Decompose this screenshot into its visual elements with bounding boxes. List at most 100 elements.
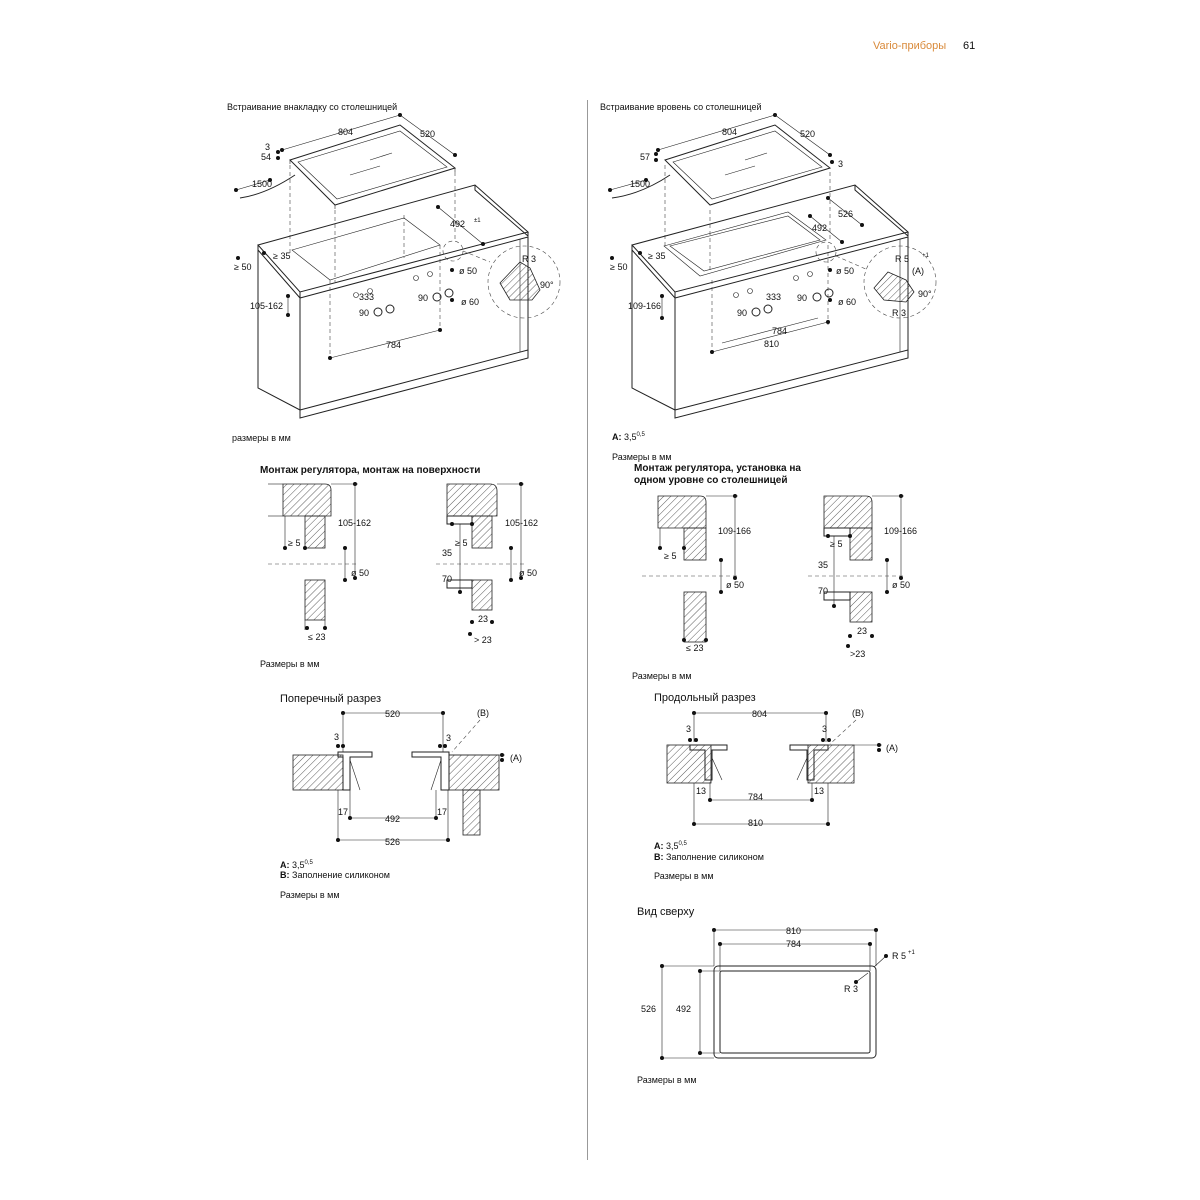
right-mount-title-1: Монтаж регулятора, установка на — [634, 463, 801, 474]
right-dim-526: 526 — [838, 209, 853, 219]
left-dim-804: 804 — [338, 127, 353, 137]
left-dim-90a: 90 — [359, 308, 369, 318]
cross-dim-b: (B) — [477, 708, 489, 718]
left-dim-333: 333 — [359, 292, 374, 302]
cross-section-drawing: 520 3 3 (B) (A) 17 17 492 526 — [292, 708, 522, 847]
left-dim-ge35: ≥ 35 — [273, 251, 290, 261]
long-section-drawing: 804 3 3 (B) (A) 13 13 784 810 — [666, 708, 898, 828]
right-dim-d50: ø 50 — [836, 266, 854, 276]
cross-dim-492: 492 — [385, 814, 400, 824]
right-dim-520: 520 — [800, 129, 815, 139]
left-units-cross: Размеры в мм — [280, 890, 340, 900]
left-mount-detail-1: 105-162 ø 50 ≥ 5 ≤ 23 — [268, 482, 371, 642]
right-dim-90b: 90 — [797, 293, 807, 303]
long-dim-804: 804 — [752, 709, 767, 719]
column-divider — [587, 100, 588, 1160]
top-view-outer — [713, 965, 877, 1059]
right-dim-90a: 90 — [737, 308, 747, 318]
cross-section-title: Поперечный разрез — [280, 693, 382, 705]
long-dim-b: (B) — [852, 708, 864, 718]
note-b-label: B: — [280, 870, 290, 880]
rm2-dim-23: 23 — [857, 626, 867, 636]
right-dim-r5: R 5 — [895, 254, 909, 264]
rm1-dim-le23: ≤ 23 — [686, 643, 703, 653]
right-dim-a: (A) — [912, 266, 924, 276]
right-dim-57: 57 — [640, 152, 650, 162]
left-dim-ge50: ≥ 50 — [234, 262, 251, 272]
right-dim-333: 333 — [766, 292, 781, 302]
long-dim-810: 810 — [748, 818, 763, 828]
right-dim-ge50: ≥ 50 — [610, 262, 627, 272]
right-dim-810: 810 — [764, 339, 779, 349]
long-dim-13b: 13 — [814, 786, 824, 796]
left-dim-angle: 90° — [540, 280, 554, 290]
note-a-value: 3,5 — [292, 860, 305, 870]
left-dim-54: 54 — [261, 152, 271, 162]
top-view-dim-784: 784 — [786, 939, 801, 949]
rm2-dim-h: 109-166 — [884, 526, 917, 536]
right-dim-r5-tol: +1 — [922, 253, 930, 259]
rm2-dim-70: 70 — [818, 586, 828, 596]
left-detail-circle — [487, 245, 561, 319]
long-section-title: Продольный разрез — [654, 692, 756, 704]
right-dim-804: 804 — [722, 127, 737, 137]
right-note2-a-value: 3,5 — [666, 841, 679, 851]
right-note2-b-label: B: — [654, 852, 664, 862]
note-b-value: Заполнение силиконом — [292, 870, 390, 880]
rm2-dim-ge5: ≥ 5 — [830, 539, 842, 549]
note-a-sup: 0,5 — [304, 860, 313, 866]
lm1-dim-h: 105-162 — [338, 518, 371, 528]
right-detail-circle — [863, 245, 937, 319]
cross-dim-3b: 3 — [446, 733, 451, 743]
right-dim-ge35: ≥ 35 — [648, 251, 665, 261]
right-mount-detail-1: 109-166 ø 50 ≥ 5 ≤ 23 — [642, 494, 751, 653]
right-counter-top — [631, 184, 910, 293]
right-dim-height: 109-166 — [628, 301, 661, 311]
long-dim-3a: 3 — [686, 724, 691, 734]
right-units-top: Размеры в мм — [612, 452, 672, 462]
right-dim-r3: R 3 — [892, 308, 906, 318]
cross-dim-526: 526 — [385, 837, 400, 847]
lm1-dim-d50: ø 50 — [351, 568, 369, 578]
right-note2-a-sup: 0,5 — [678, 841, 687, 847]
long-dim-a: (A) — [886, 743, 898, 753]
lm2-dim-70: 70 — [442, 574, 452, 584]
left-dim-1500: 1500 — [252, 179, 272, 189]
right-top-caption: Встраивание вровень со столешницей — [600, 102, 762, 112]
left-top-caption: Встраивание внакладку со столешницей — [227, 102, 398, 112]
left-cable — [239, 174, 296, 199]
top-view-dim-r5-tol: +1 — [908, 950, 916, 956]
top-view-dim-810: 810 — [786, 926, 801, 936]
right-dim-784: 784 — [772, 326, 787, 336]
rm2-dim-d50: ø 50 — [892, 580, 910, 590]
cross-dim-3a: 3 — [334, 732, 339, 742]
right-dim-angle: 90° — [918, 289, 932, 299]
cross-dim-a: (A) — [510, 753, 522, 763]
right-note-a-label: A: — [612, 432, 622, 442]
rm2-dim-gt23: >23 — [850, 649, 865, 659]
header-brand: Vario-приборы — [873, 40, 947, 52]
left-mount-detail-2: 105-162 ø 50 ≥ 5 35 70 23 > 23 — [436, 482, 538, 645]
lm2-dim-h: 105-162 — [505, 518, 538, 528]
top-view-dim-r5: R 5 — [892, 951, 906, 961]
left-units-mount: Размеры в мм — [260, 659, 320, 669]
left-dim-90b: 90 — [418, 293, 428, 303]
rm1-dim-d50: ø 50 — [726, 580, 744, 590]
long-dim-13a: 13 — [696, 786, 706, 796]
right-dim-3: 3 — [838, 159, 843, 169]
left-mount-title: Монтаж регулятора, монтаж на поверхности — [260, 465, 481, 476]
left-dim-492-tol: ±1 — [474, 218, 481, 224]
right-dim-1500: 1500 — [630, 179, 650, 189]
right-dim-492: 492 — [812, 223, 827, 233]
lm2-dim-gt23: > 23 — [474, 635, 492, 645]
left-dim-492: 492 — [450, 219, 465, 229]
rm2-dim-35: 35 — [818, 560, 828, 570]
right-units-top-view: Размеры в мм — [637, 1075, 697, 1085]
note-a-label: A: — [280, 860, 290, 870]
top-view-dim-492: 492 — [676, 1004, 691, 1014]
lm2-dim-d50: ø 50 — [519, 568, 537, 578]
long-dim-3b: 3 — [822, 724, 827, 734]
left-dim-r3: R 3 — [522, 254, 536, 264]
top-view-dim-r3: R 3 — [844, 984, 858, 994]
